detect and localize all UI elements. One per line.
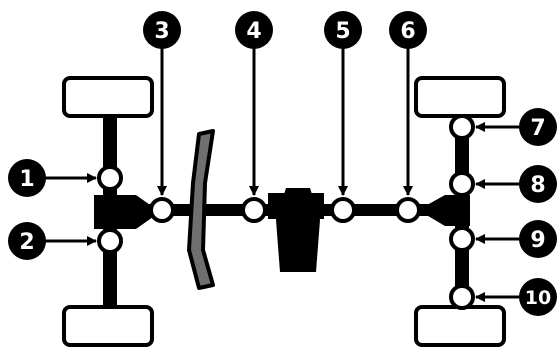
wheel-rear-left — [62, 305, 154, 347]
wheel-rear-right — [414, 305, 506, 347]
right-differential — [418, 195, 470, 226]
joint-7 — [449, 114, 475, 140]
callout-2: 2 — [8, 222, 46, 260]
gray-shaft-piece — [187, 129, 215, 290]
joint-1 — [97, 165, 123, 191]
callout-label: 3 — [154, 19, 169, 44]
callout-label: 1 — [19, 167, 34, 192]
callout-6: 6 — [389, 11, 427, 49]
callout-label: 6 — [400, 19, 415, 44]
wheel-front-right — [414, 76, 506, 118]
joint-5 — [330, 197, 356, 223]
callout-3: 3 — [143, 11, 181, 49]
wheel-front-left — [62, 76, 154, 118]
callout-4: 4 — [235, 11, 273, 49]
callout-5: 5 — [324, 11, 362, 49]
callout-8: 8 — [519, 165, 557, 203]
callout-label: 10 — [525, 287, 551, 309]
callout-label: 9 — [530, 228, 545, 253]
joint-2 — [97, 228, 123, 254]
joint-6 — [395, 197, 421, 223]
joint-10 — [449, 284, 475, 310]
left-differential — [94, 195, 160, 229]
joint-4 — [241, 197, 267, 223]
callout-label: 7 — [530, 116, 545, 141]
joint-3 — [149, 197, 175, 223]
callout-7: 7 — [519, 108, 557, 146]
callout-label: 8 — [530, 173, 545, 198]
callout-1: 1 — [8, 159, 46, 197]
joint-8 — [449, 171, 475, 197]
callout-label: 5 — [335, 19, 350, 44]
callout-label: 2 — [19, 230, 34, 255]
joint-9 — [449, 226, 475, 252]
callout-9: 9 — [519, 220, 557, 258]
callout-10: 10 — [519, 278, 557, 316]
transmission-shoulder — [268, 193, 324, 219]
callout-label: 4 — [246, 19, 261, 44]
